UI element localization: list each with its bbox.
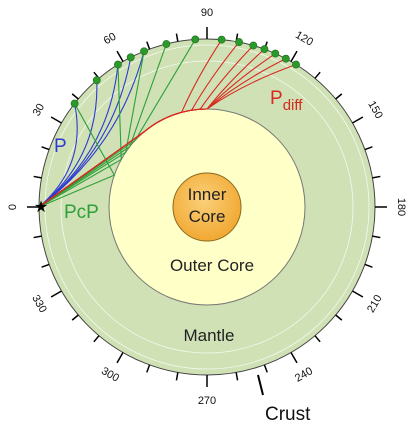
station-marker — [114, 60, 122, 69]
inner-core-disc — [172, 172, 242, 242]
degree-tick — [175, 33, 179, 42]
crust-pointer-line — [257, 374, 264, 396]
degree-label: 60 — [102, 31, 119, 48]
degree-label: 330 — [29, 293, 49, 315]
station-marker — [235, 38, 243, 46]
degree-label: 210 — [365, 293, 385, 315]
inner-core-label-line2: Core — [189, 207, 226, 226]
pcp-ray — [38, 103, 116, 208]
degree-tick — [335, 314, 343, 321]
degree-tick — [41, 146, 50, 151]
degree-tick — [175, 372, 179, 381]
degree-tick — [290, 50, 298, 62]
degree-tick — [71, 314, 79, 321]
degree-label: 150 — [365, 99, 385, 121]
degree-tick — [372, 175, 381, 179]
station-marker — [260, 45, 269, 54]
earthquake-source-star-icon: ★ — [34, 199, 48, 216]
pdiff-wave-label: Pdiff — [270, 88, 303, 114]
pdiff-ray — [38, 64, 297, 208]
seismic-stations — [70, 35, 300, 108]
degree-tick — [146, 41, 151, 50]
pcp-ray — [38, 43, 167, 208]
station-marker — [92, 76, 101, 85]
degree-tick — [372, 235, 381, 239]
degree-tick — [116, 50, 124, 62]
seismic-rays — [38, 39, 297, 208]
crust-boundary — [44, 44, 370, 370]
degree-tick — [93, 335, 100, 343]
crust-label: Crust — [265, 404, 311, 425]
station-marker — [271, 49, 280, 58]
degree-label: 300 — [99, 365, 121, 385]
degree-tick — [235, 372, 239, 381]
station-marker — [217, 35, 226, 44]
p-ray — [38, 103, 78, 208]
degree-tick — [71, 93, 79, 100]
degree-tick — [33, 175, 42, 179]
pcp-ray — [38, 64, 122, 208]
pcp-ray — [38, 39, 196, 208]
degree-tick — [364, 263, 373, 268]
station-marker — [249, 41, 258, 50]
degree-tick — [352, 290, 364, 298]
p-ray — [38, 51, 145, 208]
station-marker — [292, 60, 300, 69]
degree-tick — [33, 235, 42, 239]
pdiff-label-subscript: diff — [283, 97, 304, 114]
degree-tick — [50, 116, 62, 124]
degree-label: 90 — [201, 7, 213, 19]
degree-label: 120 — [293, 29, 315, 49]
degree-tick — [364, 146, 373, 151]
degree-label: 30 — [31, 102, 48, 119]
station-marker — [140, 47, 148, 56]
mantle-label: Mantle — [183, 326, 234, 345]
degree-label: 0 — [7, 204, 19, 210]
pdiff-label-main: P — [270, 88, 283, 109]
inner-core-label-line1: Inner — [188, 185, 227, 204]
degree-label: 180 — [395, 198, 407, 216]
degree-tick — [352, 116, 364, 124]
station-marker — [162, 40, 171, 48]
pcp-wave-label: PcP — [64, 202, 99, 223]
degree-tick — [290, 352, 298, 364]
degree-label: 240 — [293, 365, 315, 385]
pcp-ray — [38, 51, 145, 208]
p-ray — [38, 80, 98, 208]
degree-tick — [146, 364, 151, 373]
upper-mantle-boundary — [60, 60, 354, 354]
station-marker — [126, 53, 135, 62]
degree-tick — [335, 93, 343, 100]
degree-tick — [50, 290, 62, 298]
degree-tick — [41, 263, 50, 268]
station-marker — [70, 99, 79, 108]
degree-tick — [263, 364, 268, 373]
p-wave-label: P — [54, 136, 67, 157]
degree-tick — [314, 335, 321, 343]
degree-tick — [116, 352, 124, 364]
degree-tick — [314, 71, 321, 79]
station-marker — [191, 35, 200, 44]
station-marker — [281, 54, 290, 63]
degree-label: 270 — [198, 395, 216, 407]
outer-core-label: Outer Core — [170, 256, 254, 275]
